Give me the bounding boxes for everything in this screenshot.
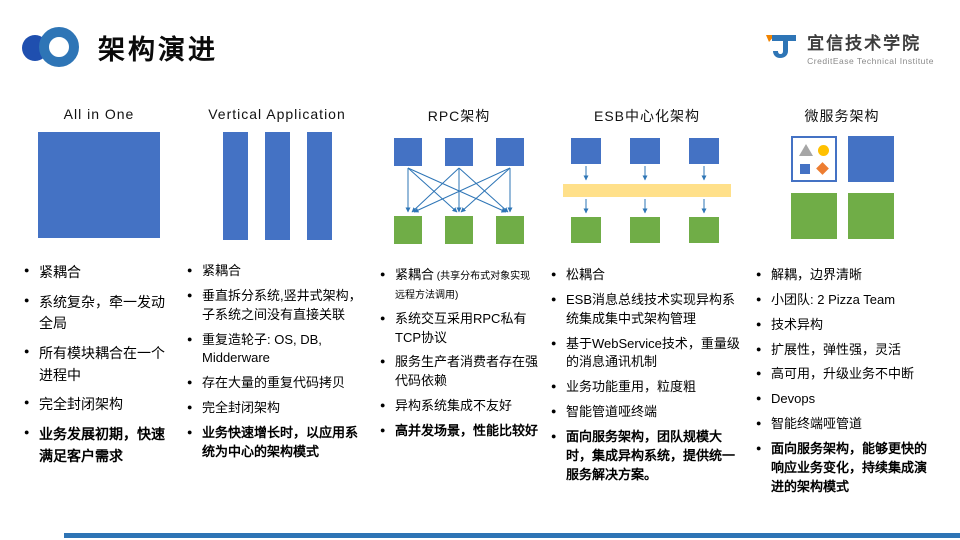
rpc-consumer-blocks [394, 216, 524, 244]
bullet-item: 紧耦合 [187, 262, 367, 281]
bullet-item: 完全封闭架构 [24, 394, 174, 416]
bullet-item: 面向服务架构，团队规模大时，集成异构系统，提供统一服务解决方案。 [551, 428, 743, 485]
vertical-bars [222, 132, 332, 240]
bullet-note: (共享分布式对象实现远程方法调用) [395, 271, 531, 301]
slide-header: 架构演进 宜信技术学院 CreditEase Technical Institu… [0, 0, 960, 78]
column-title: 微服务架构 [804, 108, 880, 124]
column-title: Vertical Application [208, 106, 346, 122]
microservice-grid [790, 136, 894, 239]
column-title: ESB中心化架构 [593, 108, 700, 124]
bullet-item: 垂直拆分系统,竖井式架构，子系统之间没有直接关联 [187, 287, 367, 325]
bullet-item: 服务生产者消费者存在强代码依赖 [380, 353, 538, 391]
bullet-item: 高并发场景，性能比较好 [380, 422, 538, 441]
bullet-item: 智能管道哑终端 [551, 403, 743, 422]
bullet-item: 松耦合 [551, 266, 743, 285]
bullet-item: 紧耦合 [24, 262, 174, 284]
slide-logo-icon [22, 24, 88, 70]
microservice-green-cell [790, 193, 837, 239]
circle-shape-icon [817, 145, 829, 156]
bullet-item: 基于WebService技术，重量级的消息通讯机制 [551, 335, 743, 373]
bullet-item: 完全封闭架构 [187, 399, 367, 418]
brand-name: 宜信技术学院 [807, 33, 922, 53]
bullet-list: 解耦，边界清晰小团队: 2 Pizza Team 技术异构扩展性，弹性强，灵活高可… [756, 266, 928, 496]
bullet-list: 松耦合 ESB消息总线技术实现异构系统集成集中式架构管理基于WebService技… [551, 266, 743, 484]
bullet-item: 智能终端哑管道 [756, 415, 928, 434]
bottom-accent-bar [64, 533, 960, 538]
bullet-item: 面向服务架构，能够更快的响应业务变化，持续集成演进的架构模式 [756, 440, 928, 497]
esb-diagram [563, 138, 731, 243]
bullet-item: 扩展性，弹性强，灵活 [756, 341, 928, 360]
architecture-column: 微服务架构 解耦，边界清晰小团队: 2 Pizza Team 技术异构扩展性，弹性… [756, 106, 928, 502]
vertical-bar [264, 132, 290, 240]
bullet-item: 系统复杂，牵一发动全局 [24, 292, 174, 335]
column-diagram [187, 132, 367, 246]
vertical-bar [306, 132, 332, 240]
brand-block: 宜信技术学院 CreditEase Technical Institute [763, 29, 934, 66]
rpc-provider-blocks [394, 138, 524, 166]
diamond-shape-icon [815, 162, 829, 175]
bullet-item: ESB消息总线技术实现异构系统集成集中式架构管理 [551, 291, 743, 329]
column-title: All in One [63, 106, 135, 122]
column-diagram [756, 136, 928, 250]
microservice-green-cell [847, 193, 894, 239]
bullet-list: 紧耦合系统复杂，牵一发动全局所有模块耦合在一个进程中完全封闭架构业务发展初期，快… [24, 262, 174, 468]
rpc-call-arrows [405, 167, 513, 213]
monolith-block [38, 132, 160, 238]
vertical-bar [222, 132, 248, 240]
bullet-list: 紧耦合 (共享分布式对象实现远程方法调用) 系统交互采用RPC私有TCP协议服务生… [380, 266, 538, 441]
page-title: 架构演进 [98, 34, 218, 65]
logo-circle-ring [39, 27, 79, 67]
architecture-column: Vertical Application 紧耦合垂直拆分系统,竖井式架构，子系统… [187, 106, 367, 502]
column-title: RPC架构 [427, 108, 491, 124]
bullet-item: 技术异构 [756, 316, 928, 335]
bullet-item: 紧耦合 (共享分布式对象实现远程方法调用) [380, 266, 538, 304]
triangle-shape-icon [798, 144, 813, 156]
bullet-item: 业务快速增长时，以应用系统为中心的架构模式 [187, 424, 367, 462]
column-diagram [551, 136, 743, 250]
brand-subtitle: CreditEase Technical Institute [807, 55, 934, 66]
bullet-item: 解耦，边界清晰 [756, 266, 928, 285]
bullet-item: 异构系统集成不友好 [380, 397, 538, 416]
bullet-item: 业务发展初期，快速满足客户需求 [24, 424, 174, 467]
microservice-blue-cell [847, 136, 894, 182]
column-diagram [24, 132, 174, 246]
bullet-list: 紧耦合垂直拆分系统,竖井式架构，子系统之间没有直接关联重复造轮子: OS, DB… [187, 262, 367, 462]
square-shape-icon [799, 164, 810, 174]
architecture-column: RPC架构 紧耦合 (共享分布式 [380, 106, 538, 502]
bullet-item: 重复造轮子: OS, DB, Midderware [187, 331, 367, 369]
esb-arrows-bottom [583, 199, 707, 214]
microservice-mixed-cell [790, 136, 837, 182]
bullet-item: 业务功能重用，粒度粗 [551, 378, 743, 397]
creditease-logo-icon [766, 35, 797, 58]
esb-service-blocks [571, 138, 719, 164]
bullet-item: 高可用，升级业务不中断 [756, 365, 928, 384]
rpc-diagram [394, 138, 524, 244]
esb-arrows-top [583, 166, 707, 181]
bullet-item: 小团队: 2 Pizza Team [756, 291, 928, 310]
bullet-item: 所有模块耦合在一个进程中 [24, 343, 174, 386]
columns: All in One 紧耦合系统复杂，牵一发动全局所有模块耦合在一个进程中完全封… [24, 106, 954, 502]
esb-consumer-blocks [571, 217, 719, 243]
column-diagram [380, 136, 538, 250]
bullet-item: Devops [756, 390, 928, 409]
architecture-column: All in One 紧耦合系统复杂，牵一发动全局所有模块耦合在一个进程中完全封… [24, 106, 174, 502]
bullet-item: 系统交互采用RPC私有TCP协议 [380, 310, 538, 348]
brand-text: 宜信技术学院 CreditEase Technical Institute [807, 29, 934, 66]
bullet-item: 存在大量的重复代码拷贝 [187, 374, 367, 393]
architecture-column: ESB中心化架构 松耦合ESB消息总线技术实 [551, 106, 743, 502]
esb-bus-bar [563, 184, 731, 197]
